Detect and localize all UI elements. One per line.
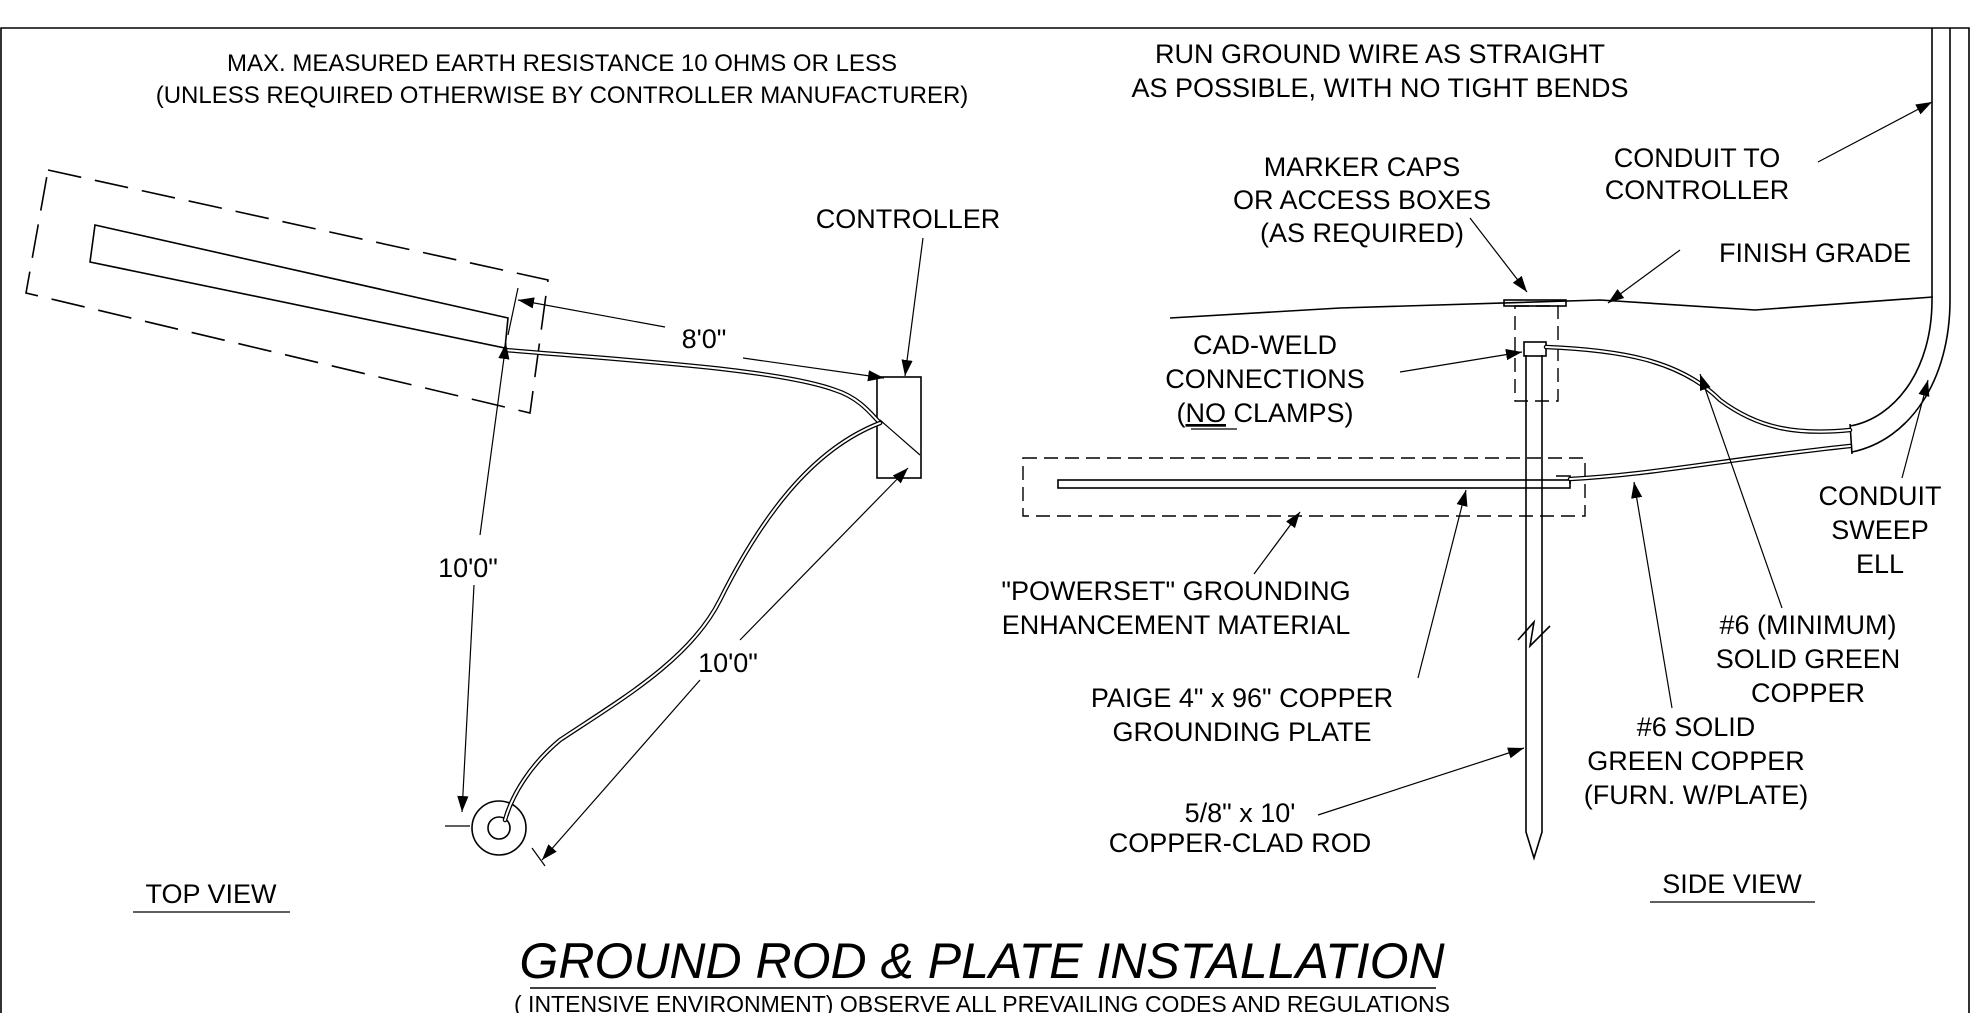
top-ground-rod-inner (487, 816, 511, 840)
wire-min-leader (1699, 373, 1783, 609)
dim-plate-controller-line-b (742, 357, 885, 382)
marker-caps-line1: MARKER CAPS (1264, 152, 1461, 182)
cad-weld-leader (1399, 349, 1523, 373)
top-controller-box (876, 376, 922, 479)
finish-grade-leader (1607, 249, 1681, 304)
conduit-sweep-line1: CONDUIT (1819, 481, 1942, 511)
dim-rod-plate-value: 10'0" (438, 553, 498, 583)
access-box (1514, 305, 1559, 402)
conduit-sweep-outer (1851, 299, 1951, 453)
top-ground-rod-outer (471, 800, 527, 856)
resistance-note-line2: (UNLESS REQUIRED OTHERWISE BY CONTROLLER… (156, 82, 969, 109)
drawing-frame (0, 27, 1970, 1013)
plate-leader (1417, 489, 1468, 679)
wire-plate-line1: #6 SOLID (1637, 712, 1756, 742)
top-controller-diagonal (879, 419, 921, 456)
ground-wire-note-line2: AS POSSIBLE, WITH NO TIGHT BENDS (1131, 73, 1628, 103)
finish-grade-label: FINISH GRADE (1719, 238, 1911, 268)
wire-min-line1: #6 (MINIMUM) (1720, 610, 1897, 640)
rod-line1: 5/8" x 10' (1185, 798, 1296, 828)
marker-cap-top (1503, 299, 1567, 307)
ground-rod-body (1525, 355, 1543, 861)
wire-plate-line2: GREEN COPPER (1587, 746, 1805, 776)
ground-rod-break (1517, 619, 1551, 649)
cad-weld-no: NO (1185, 398, 1226, 428)
cad-weld-line3: (NO CLAMPS) (1176, 398, 1353, 428)
dim-plate-controller-value: 8'0" (682, 324, 727, 354)
rod-line2: COPPER-CLAD ROD (1109, 828, 1372, 858)
rod-leader (1317, 747, 1525, 816)
drawing-title: GROUND ROD & PLATE INSTALLATION (519, 933, 1445, 989)
ground-wire-note-line1: RUN GROUND WIRE AS STRAIGHT (1155, 39, 1605, 69)
dim-rod-controller-value: 10'0" (698, 648, 758, 678)
cad-weld-line1: CAD-WELD (1193, 330, 1337, 360)
powerset-leader (1253, 511, 1301, 575)
cad-weld-line2: CONNECTIONS (1165, 364, 1365, 394)
top-view-label: TOP VIEW (145, 879, 277, 909)
finish-grade-line (1169, 296, 1934, 319)
conduit-to-controller-leader (1817, 101, 1933, 163)
powerset-line2: ENHANCEMENT MATERIAL (1002, 610, 1351, 640)
top-grounding-plate (89, 224, 509, 349)
dim-plate-controller-ext (507, 287, 519, 336)
conduit-sweep-inner (1849, 299, 1933, 427)
conduit-sweep-leader (1901, 379, 1930, 479)
top-wire-rod (502, 420, 883, 823)
cad-weld-top (1523, 341, 1547, 357)
wire-plate-leader (1631, 481, 1673, 709)
side-wire-rod (1543, 344, 1853, 434)
conduit-to-controller-line2: CONTROLLER (1605, 175, 1790, 205)
top-enhancement-area (25, 169, 549, 414)
top-controller-leader (901, 237, 924, 377)
conduit-sweep-line2: SWEEP (1831, 515, 1929, 545)
enhancement-material (1022, 457, 1586, 517)
plate-line2: GROUNDING PLATE (1112, 717, 1371, 747)
plate-line1: PAIGE 4" x 96" COPPER (1091, 683, 1393, 713)
wire-min-line2: SOLID GREEN (1716, 644, 1901, 674)
dim-rod-controller-line-a (739, 467, 909, 641)
dim-rod-plate-line-a (479, 342, 510, 536)
dim-rod-plate-line-b (457, 584, 475, 813)
resistance-note-line1: MAX. MEASURED EARTH RESISTANCE 10 OHMS O… (227, 50, 897, 77)
marker-caps-line3: (AS REQUIRED) (1260, 218, 1464, 248)
conduit-to-controller-line1: CONDUIT TO (1614, 143, 1781, 173)
top-controller-label: CONTROLLER (816, 204, 1001, 234)
marker-caps-line2: OR ACCESS BOXES (1233, 185, 1491, 215)
powerset-line1: "POWERSET" GROUNDING (1001, 576, 1350, 606)
dim-rod-controller-line-b (541, 679, 701, 861)
wire-plate-line3: (FURN. W/PLATE) (1584, 780, 1809, 810)
side-view: MARKER CAPS OR ACCESS BOXES (AS REQUIRED… (1001, 28, 1951, 903)
dim-plate-controller-line-a (517, 297, 666, 328)
dim-rod-controller-ext (531, 847, 546, 867)
side-grounding-plate (1057, 479, 1571, 489)
marker-caps-leader (1469, 217, 1528, 293)
plate-weld (1556, 475, 1571, 484)
side-view-label: SIDE VIEW (1662, 869, 1802, 899)
top-view: 8'0" 10'0" 10'0" CONTROLLER TOP VIEW (25, 169, 1001, 913)
wire-min-line3: COPPER (1751, 678, 1865, 708)
drawing-subtitle: ( INTENSIVE ENVIRONMENT) OBSERVE ALL PRE… (514, 991, 1450, 1013)
conduit-sweep-line3: ELL (1856, 549, 1904, 579)
